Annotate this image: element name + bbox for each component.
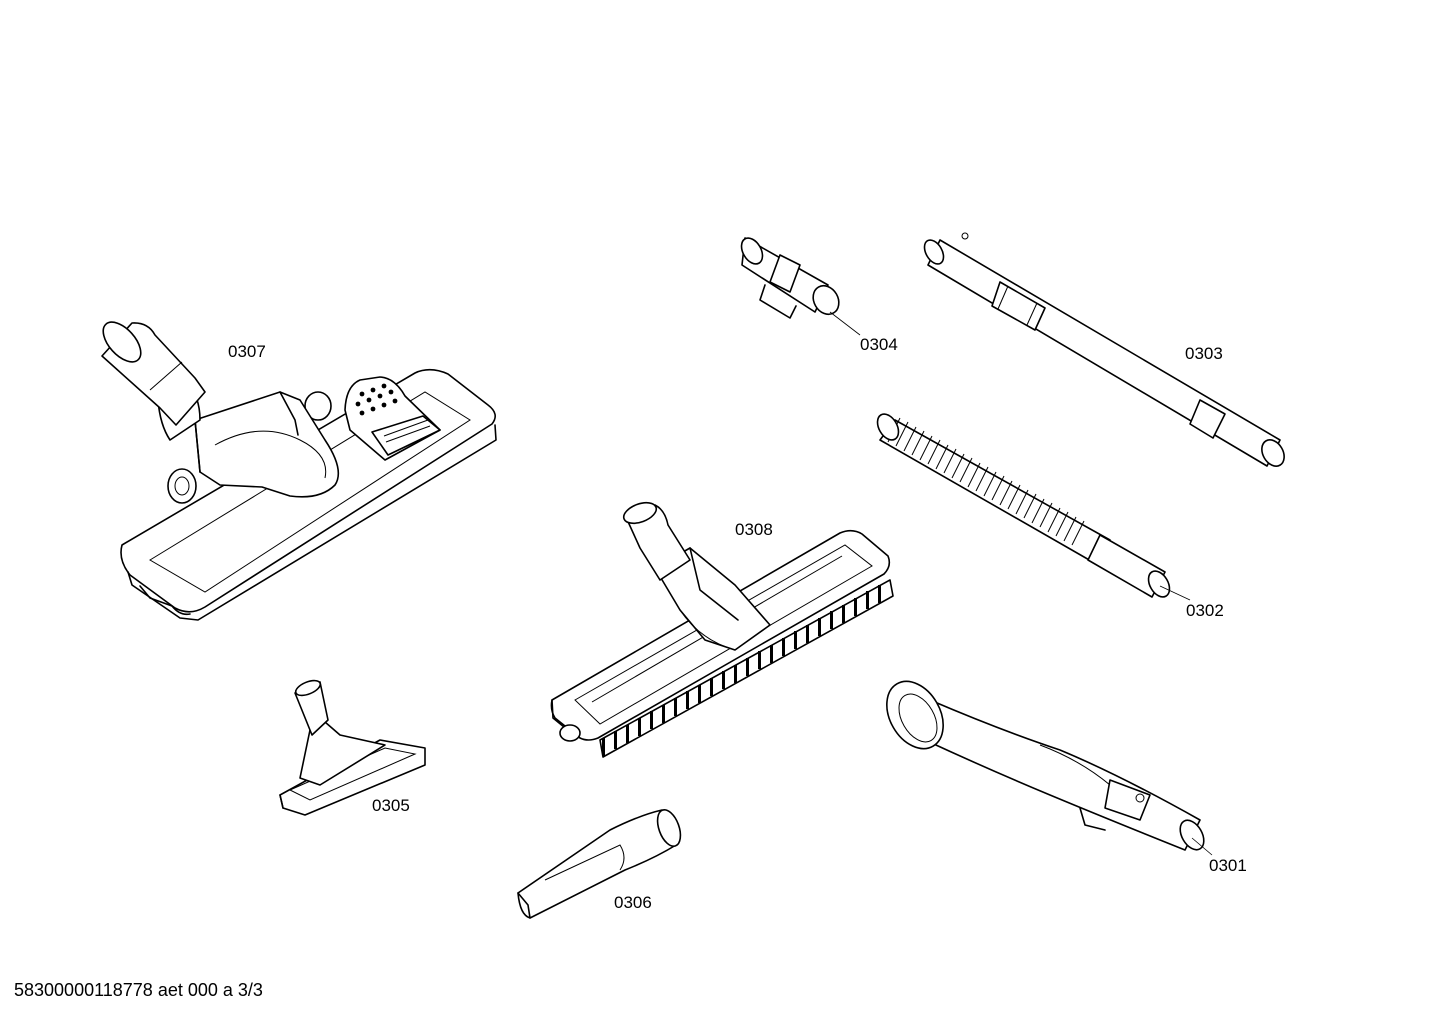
leader-lines bbox=[829, 311, 1213, 856]
part-0303-tube bbox=[923, 232, 1285, 467]
label-0303: 0303 bbox=[1185, 344, 1223, 363]
label-0304: 0304 bbox=[860, 335, 898, 354]
label-0301: 0301 bbox=[1209, 856, 1247, 875]
label-0308: 0308 bbox=[735, 520, 773, 539]
label-0305: 0305 bbox=[372, 796, 410, 815]
part-0305-upholstery-nozzle bbox=[279, 679, 426, 816]
document-id: 58300000118778 aet 000 a 3/3 bbox=[14, 980, 263, 1000]
label-0307: 0307 bbox=[228, 342, 266, 361]
part-0304-tube-clip bbox=[740, 237, 840, 319]
part-0307-floor-nozzle bbox=[101, 321, 497, 621]
part-labels: 0301 0302 0303 0304 0305 0306 0307 0308 bbox=[228, 335, 1247, 912]
part-0301-handle bbox=[886, 680, 1205, 851]
label-0306: 0306 bbox=[614, 893, 652, 912]
part-0302-hose bbox=[876, 413, 1171, 598]
part-0306-crevice-nozzle bbox=[517, 809, 682, 919]
part-0308-parquet-brush bbox=[550, 501, 894, 758]
label-0302: 0302 bbox=[1186, 601, 1224, 620]
